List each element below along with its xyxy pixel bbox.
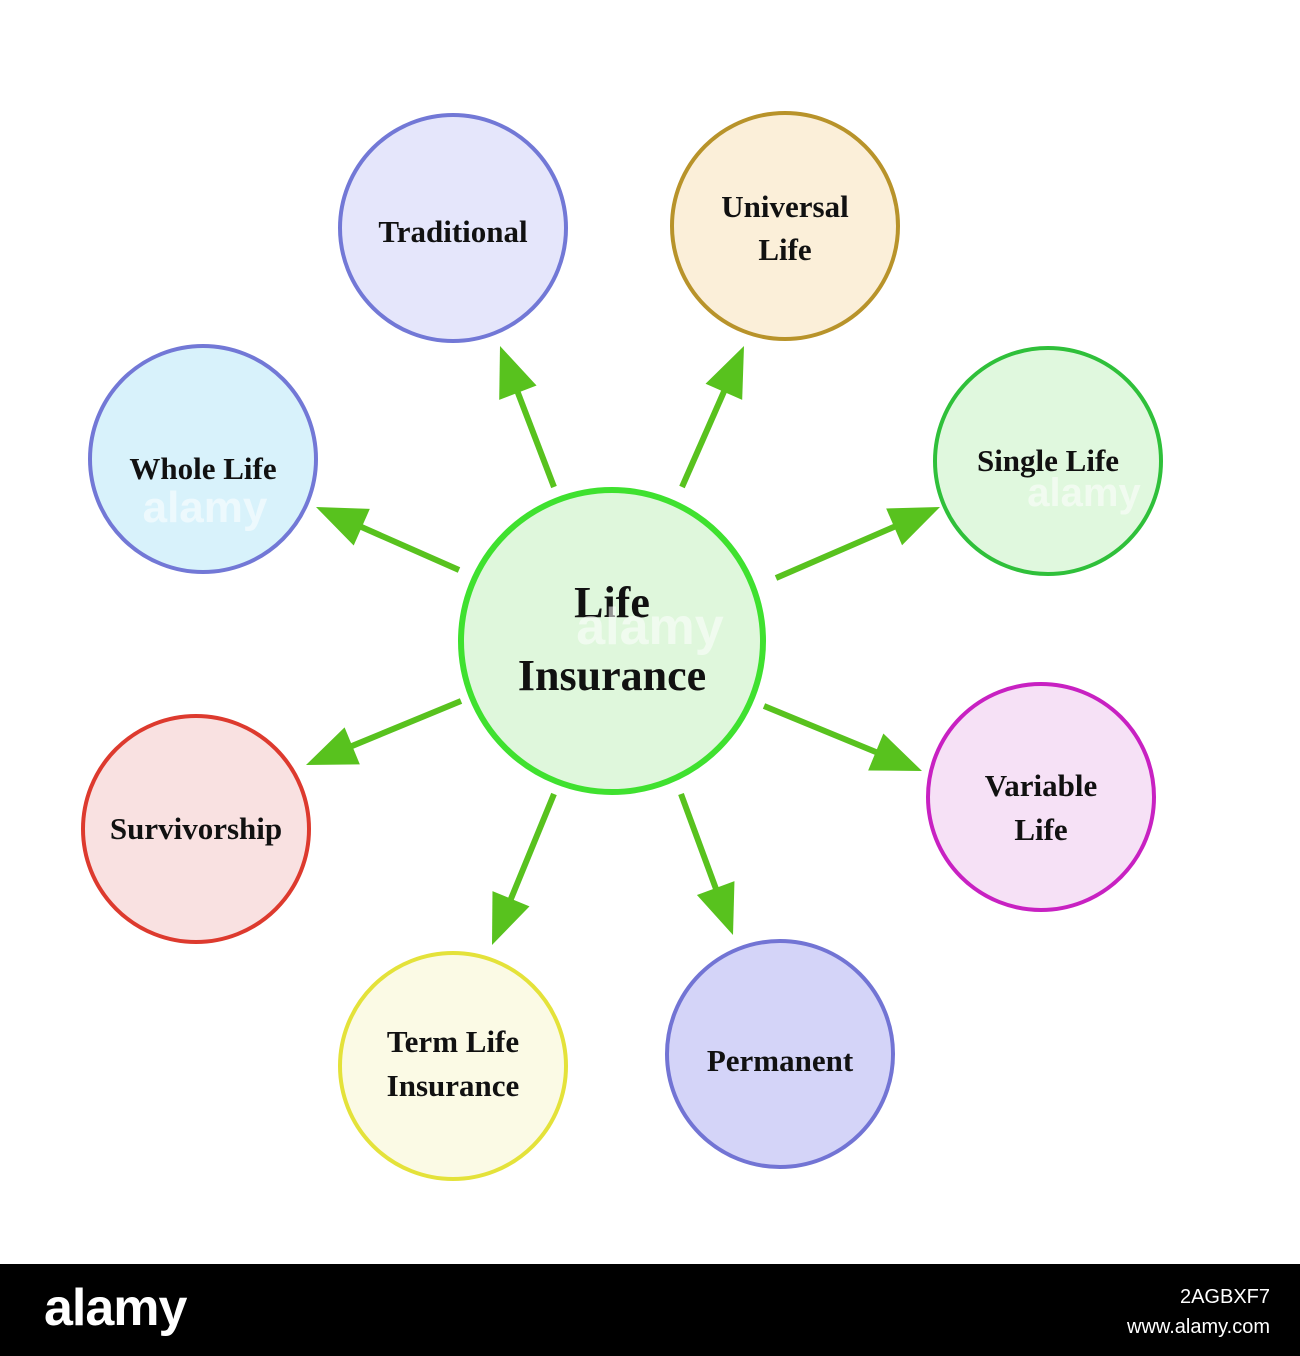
node-label-survivorship-1: Survivorship [110,811,282,846]
node-circle-permanent [665,939,895,1169]
node-label-term-life-insurance-1: Term Life [387,1024,519,1059]
node-circle-traditional [338,113,568,343]
arrow-shaft-universal-life [679,386,729,489]
arrow-shaft-whole-life [356,522,461,573]
node-label-universal-life-2: Life [758,232,811,267]
node-label-single-life-1: Single Life [977,443,1119,478]
watermark-1: alamy [143,483,268,532]
node-whole-life: Whole Life [88,344,318,574]
node-label-term-life-insurance-2: Insurance [387,1068,520,1103]
arrow-head-whole-life [316,507,370,546]
image-id: 2AGBXF7 [1179,1286,1270,1308]
arrow-head-survivorship [306,727,360,765]
node-label-whole-life-1: Whole Life [129,451,276,486]
arrow-head-universal-life [705,346,744,400]
site-url: www.alamy.com [1127,1316,1270,1338]
node-permanent: Permanent [665,939,895,1169]
node-traditional: Traditional [338,113,568,343]
footer-bar: alamy 2AGBXF7 www.alamy.com [0,1264,1300,1356]
arrow-head-traditional [499,346,537,400]
center-node: Life Insurance [458,487,766,795]
arrow-head-term-life-insurance [492,891,530,945]
arrow-head-single-life [886,507,940,546]
arrow-shaft-permanent [678,792,720,893]
arrow-head-permanent [696,881,735,935]
center-label-line-2: Insurance [518,651,706,700]
node-single-life: Single Life [933,346,1163,576]
watermark-2: alamy [1027,471,1141,515]
node-circle-universal-life [670,111,900,341]
node-survivorship: Survivorship [81,714,311,944]
footer-logo: alamy [44,1279,187,1337]
arrow-shaft-variable-life [762,703,881,757]
watermark-3: alamy [576,598,724,656]
arrow-shaft-term-life-insurance [506,792,557,904]
arrow-shaft-single-life [774,522,899,581]
node-label-universal-life-1: Universal [721,189,849,224]
arrow-shaft-survivorship [347,698,463,751]
node-label-permanent-1: Permanent [707,1043,854,1078]
node-circle-survivorship [81,714,311,944]
node-label-traditional-1: Traditional [378,214,528,249]
node-circle-term-life-insurance [338,951,568,1181]
node-circle-whole-life [88,344,318,574]
footer-info: 2AGBXF7 www.alamy.com [1127,1282,1270,1342]
arrows-group [306,346,940,945]
diagram-canvas: Life Insurance TraditionalUniversalLifeS… [81,111,1163,1181]
center-circle [458,487,766,795]
center-label-line-1: Life [574,578,650,627]
node-circle-single-life [933,346,1163,576]
arrow-shaft-traditional [513,387,557,489]
arrow-head-variable-life [868,733,922,771]
node-label-variable-life-1: Variable [985,768,1098,803]
watermark-group: alamy alamy alamy [143,471,1142,656]
node-circle-variable-life [926,682,1156,912]
node-label-variable-life-2: Life [1014,812,1067,847]
